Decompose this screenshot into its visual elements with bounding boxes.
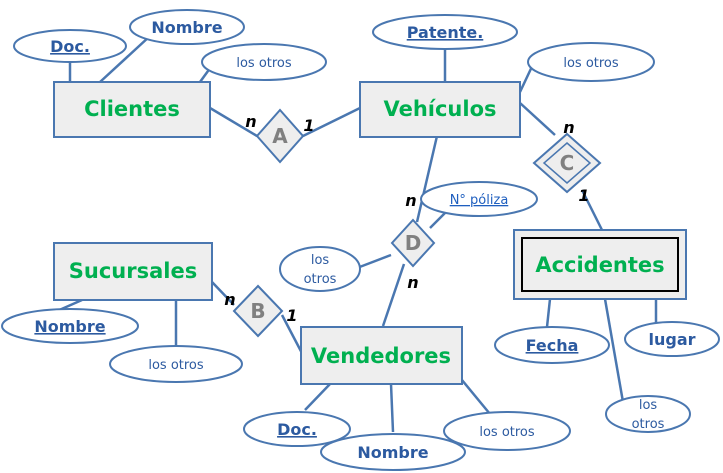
attribute-otros-clientes-label: los otros — [236, 56, 292, 71]
attribute-lugar[interactable]: lugar — [624, 321, 720, 357]
entity-accidentes[interactable]: Accidentes — [513, 229, 687, 300]
line-vendedores-doc — [304, 383, 331, 411]
attribute-fecha[interactable]: Fecha — [494, 326, 610, 364]
line-accidentes-fecha — [545, 298, 552, 328]
attribute-otros-clientes[interactable]: los otros — [201, 43, 327, 81]
attribute-otros-accidentes-line2: otros — [632, 417, 665, 432]
attribute-otros-d-line2: otros — [304, 272, 337, 287]
cardinality-a-vehiculos: 1 — [303, 116, 314, 135]
attribute-poliza-label: N° póliza — [450, 193, 509, 208]
relationship-c[interactable]: C — [532, 132, 602, 194]
attribute-otros-sucursales[interactable]: los otros — [109, 345, 243, 383]
entity-vehiculos[interactable]: Vehículos — [359, 81, 521, 138]
attribute-otros-vendedores[interactable]: los otros — [443, 411, 571, 451]
line-d-otros — [356, 253, 392, 270]
cardinality-c-accidentes: 1 — [578, 186, 589, 205]
cardinality-b-sucursales: n — [224, 290, 235, 309]
entity-clientes-label: Clientes — [84, 97, 180, 121]
attribute-nombre-vendedores-label: Nombre — [357, 443, 428, 462]
cardinality-d-vehiculos: n — [405, 191, 416, 210]
attribute-lugar-label: lugar — [648, 330, 695, 349]
line-c-accidentes — [580, 189, 604, 231]
line-clientes-a — [209, 106, 258, 138]
attribute-patente[interactable]: Patente. — [372, 14, 518, 50]
entity-vendedores[interactable]: Vendedores — [300, 326, 463, 385]
attribute-otros-accidentes[interactable]: los otros — [605, 395, 691, 433]
line-a-vehiculos — [302, 106, 361, 138]
attribute-nombre-vendedores[interactable]: Nombre — [320, 433, 466, 471]
cardinality-d-vendedores: n — [407, 273, 418, 292]
cardinality-a-clientes: n — [245, 112, 256, 131]
relationship-a-label: A — [272, 124, 288, 148]
cardinality-c-vehiculos: n — [563, 118, 574, 137]
relationship-b[interactable]: B — [232, 284, 284, 338]
attribute-doc-vendedores-label: Doc. — [277, 420, 317, 439]
cardinality-b-vendedores: 1 — [286, 306, 297, 325]
attribute-otros-d[interactable]: los otros — [279, 246, 361, 292]
relationship-a[interactable]: A — [255, 108, 305, 164]
entity-vendedores-label: Vendedores — [311, 344, 451, 368]
relationship-d[interactable]: D — [390, 218, 436, 268]
relationship-d-label: D — [405, 231, 422, 255]
attribute-otros-d-line1: los — [311, 253, 330, 268]
line-vendedores-nombre — [389, 383, 395, 433]
entity-vehiculos-label: Vehículos — [383, 97, 496, 121]
attribute-doc-clientes-label: Doc. — [50, 37, 90, 56]
attribute-patente-label: Patente. — [407, 23, 484, 42]
relationship-c-label: C — [560, 151, 575, 175]
attribute-otros-vehiculos[interactable]: los otros — [527, 42, 655, 82]
attribute-doc-vendedores[interactable]: Doc. — [243, 411, 351, 447]
attribute-poliza[interactable]: N° póliza — [420, 181, 538, 217]
attribute-otros-vehiculos-label: los otros — [563, 56, 619, 71]
connector-lines — [47, 35, 658, 433]
line-vehiculos-c — [519, 102, 556, 136]
attribute-nombre-sucursales[interactable]: Nombre — [1, 308, 139, 344]
entity-sucursales-label: Sucursales — [69, 259, 197, 283]
attribute-otros-accidentes-line1: los — [639, 398, 658, 413]
relationship-b-label: B — [250, 299, 265, 323]
line-accidentes-otros — [603, 298, 625, 403]
attribute-nombre-sucursales-label: Nombre — [34, 317, 105, 336]
attribute-otros-vendedores-label: los otros — [479, 425, 535, 440]
attribute-otros-sucursales-label: los otros — [148, 358, 204, 373]
attribute-nombre-clientes-label: Nombre — [151, 18, 222, 37]
entity-accidentes-label: Accidentes — [535, 253, 664, 277]
line-d-vendedores — [381, 263, 406, 327]
attribute-fecha-label: Fecha — [526, 336, 579, 355]
line-vehiculos-d — [415, 135, 439, 223]
attribute-doc-clientes[interactable]: Doc. — [13, 29, 127, 63]
entity-sucursales[interactable]: Sucursales — [53, 242, 213, 301]
entity-clientes[interactable]: Clientes — [53, 81, 211, 138]
line-clientes-nombre — [99, 35, 151, 83]
attribute-nombre-clientes[interactable]: Nombre — [129, 9, 245, 45]
line-sucursales-b — [211, 281, 235, 306]
